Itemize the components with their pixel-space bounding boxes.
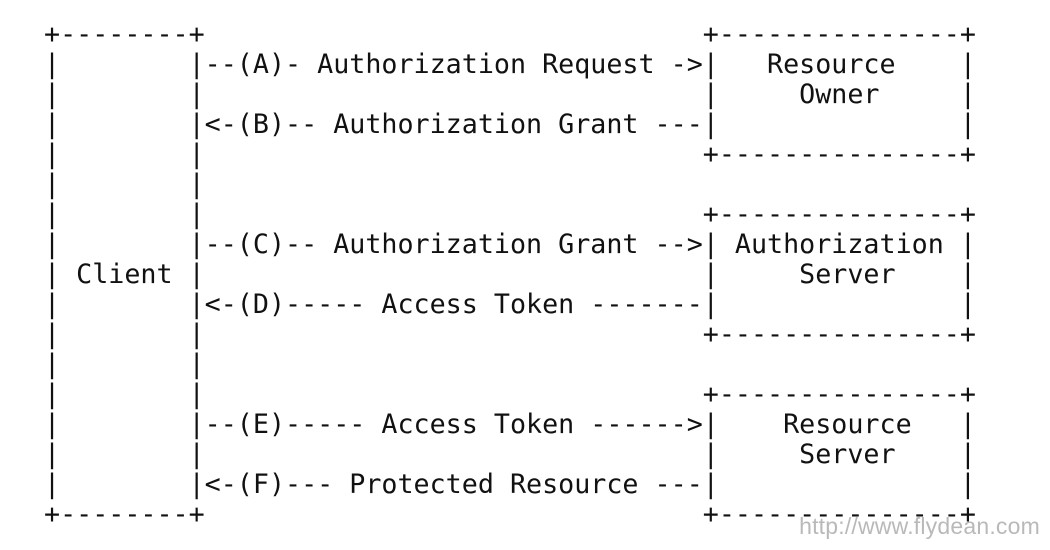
diagram-line-resource-server-label: | | | Server | bbox=[44, 439, 976, 470]
diagram-line-resource-server-top: | | +---------------+ bbox=[44, 379, 976, 410]
diagram-line-resource-owner-bottom: | | +---------------+ bbox=[44, 139, 976, 170]
watermark-url: http://www.flydean.com bbox=[799, 513, 1040, 539]
diagram-line-arrow-a-authorization-request: | |--(A)- Authorization Request ->| Reso… bbox=[44, 49, 976, 80]
diagram-line-arrow-e-access-token: | |--(E)----- Access Token ------>| Reso… bbox=[44, 409, 976, 440]
diagram-line-arrow-f-protected-resource: | |<-(F)--- Protected Resource ---| | bbox=[44, 469, 976, 500]
diagram-line-arrow-c-authorization-grant: | |--(C)-- Authorization Grant -->| Auth… bbox=[44, 229, 976, 260]
oauth-flow-ascii-diagram: +--------+ +---------------+| |--(A)- Au… bbox=[44, 20, 976, 530]
diagram-line-top-borders: +--------+ +---------------+ bbox=[44, 19, 976, 50]
diagram-line-client-label: | Client | | Server | bbox=[44, 259, 976, 290]
diagram-line-arrow-d-access-token: | |<-(D)----- Access Token -------| | bbox=[44, 289, 976, 320]
diagram-line-spacer-2: | | bbox=[44, 349, 205, 380]
diagram-line-authorization-server-top: | | +---------------+ bbox=[44, 199, 976, 230]
diagram-line-resource-owner-label: | | | Owner | bbox=[44, 79, 976, 110]
diagram-line-arrow-b-authorization-grant: | |<-(B)-- Authorization Grant ---| | bbox=[44, 109, 976, 140]
diagram-line-spacer-1: | | bbox=[44, 169, 205, 200]
diagram-line-bottom-borders: +--------+ +---------------+ bbox=[44, 499, 976, 530]
diagram-line-authorization-server-bottom: | | +---------------+ bbox=[44, 319, 976, 350]
